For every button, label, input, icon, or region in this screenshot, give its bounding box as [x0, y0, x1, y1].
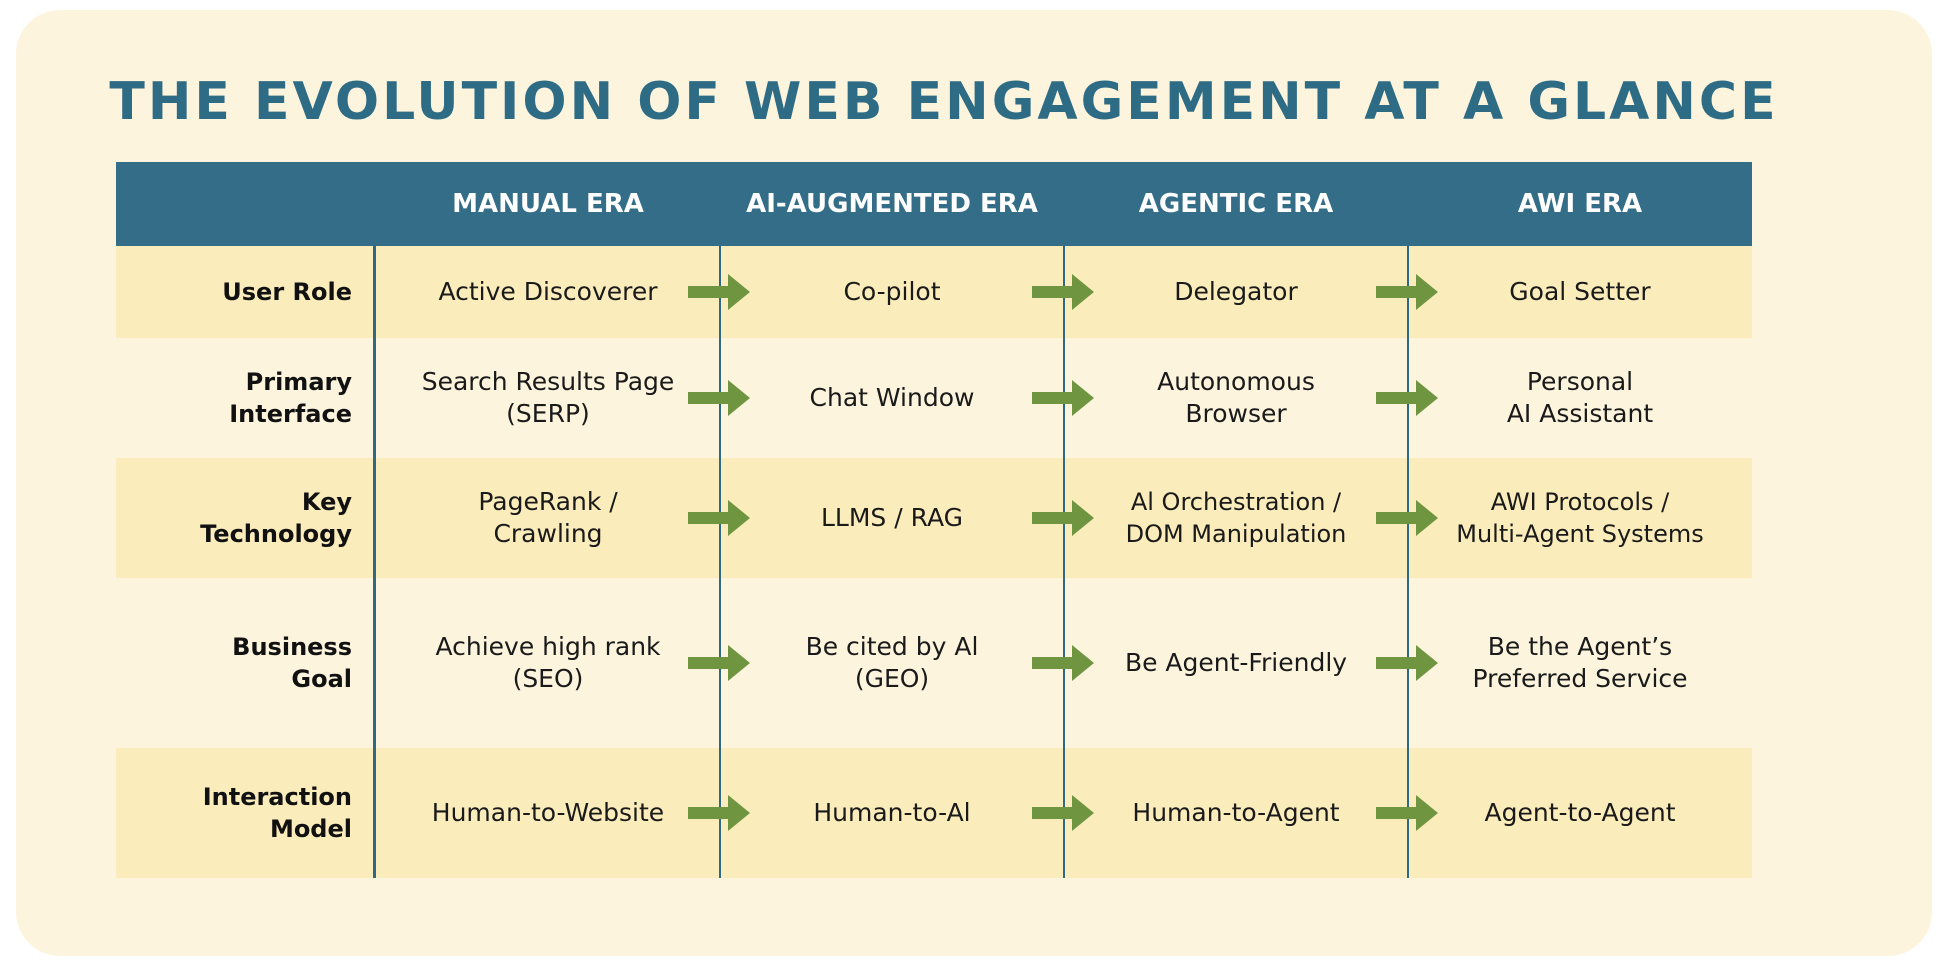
right-arrow-icon: [1376, 645, 1438, 681]
table-cell: AWI Protocols / Multi-Agent Systems: [1456, 488, 1704, 548]
right-arrow-icon: [1032, 380, 1094, 416]
table-cell: Be Agent-Friendly: [1124, 648, 1348, 677]
right-arrow-icon: [1032, 274, 1094, 310]
row-label-interaction-model: Interaction Model: [202, 783, 352, 843]
table-cell: Al Orchestration / DOM Manipulation: [1125, 488, 1347, 548]
column-header-awi-era: AWI ERA: [1517, 189, 1643, 219]
table-cell: Active Discoverer: [438, 277, 658, 306]
right-arrow-icon: [1032, 795, 1094, 831]
column-header-ai-augmented-era: AI-AUGMENTED ERA: [746, 189, 1038, 219]
table-cell: Autonomous Browser: [1157, 367, 1315, 428]
table-cell: Search Results Page (SERP): [421, 367, 675, 428]
right-arrow-icon: [688, 645, 750, 681]
table-cell: Achieve high rank (SEO): [435, 632, 661, 693]
table-cell: Chat Window: [809, 383, 975, 412]
column-divider: [719, 246, 721, 878]
right-arrow-icon: [1032, 500, 1094, 536]
row-label-business-goal: Business Goal: [232, 633, 352, 693]
row-label-primary-interface: Primary Interface: [229, 368, 352, 428]
row-band-primary-interface: [116, 338, 1752, 458]
table-cell: Delegator: [1174, 277, 1298, 306]
row-band-business-goal: [116, 578, 1752, 748]
table-cell: Human-to-Website: [431, 798, 665, 827]
column-header-agentic-era: AGENTIC ERA: [1138, 189, 1334, 219]
table-cell: PageRank / Crawling: [478, 487, 618, 548]
page-title: THE EVOLUTION OF WEB ENGAGEMENT AT A GLA…: [109, 72, 1779, 132]
right-arrow-icon: [1376, 380, 1438, 416]
table-cell: Human-to-Al: [813, 798, 971, 827]
right-arrow-icon: [688, 274, 750, 310]
table-cell: Personal AI Assistant: [1506, 367, 1654, 428]
table-cell: Be cited by Al (GEO): [805, 632, 979, 693]
row-band-interaction-model: [116, 748, 1752, 878]
right-arrow-icon: [688, 795, 750, 831]
table-cell: LLMS / RAG: [820, 503, 963, 532]
column-divider: [373, 246, 376, 878]
right-arrow-icon: [1376, 274, 1438, 310]
right-arrow-icon: [688, 500, 750, 536]
row-label-user-role: User Role: [222, 278, 352, 306]
table-cell: Be the Agent’s Preferred Service: [1472, 632, 1688, 693]
row-band-user-role: [116, 246, 1752, 338]
right-arrow-icon: [1032, 645, 1094, 681]
column-divider: [1407, 246, 1409, 878]
table-cell: Agent-to-Agent: [1484, 798, 1676, 827]
table-cell: Co-pilot: [843, 277, 941, 306]
table-header-bar: [116, 162, 1752, 246]
right-arrow-icon: [1376, 795, 1438, 831]
table-cell: Goal Setter: [1509, 277, 1651, 306]
right-arrow-icon: [688, 380, 750, 416]
row-band-key-technology: [116, 458, 1752, 578]
column-header-manual-era: MANUAL ERA: [452, 189, 644, 219]
table-cell: Human-to-Agent: [1132, 798, 1340, 827]
column-divider: [1063, 246, 1065, 878]
right-arrow-icon: [1376, 500, 1438, 536]
row-label-key-technology: Key Technology: [200, 488, 352, 548]
era-comparison-table: MANUAL ERA AI-AUGMENTED ERA AGENTIC ERA …: [116, 162, 1752, 878]
